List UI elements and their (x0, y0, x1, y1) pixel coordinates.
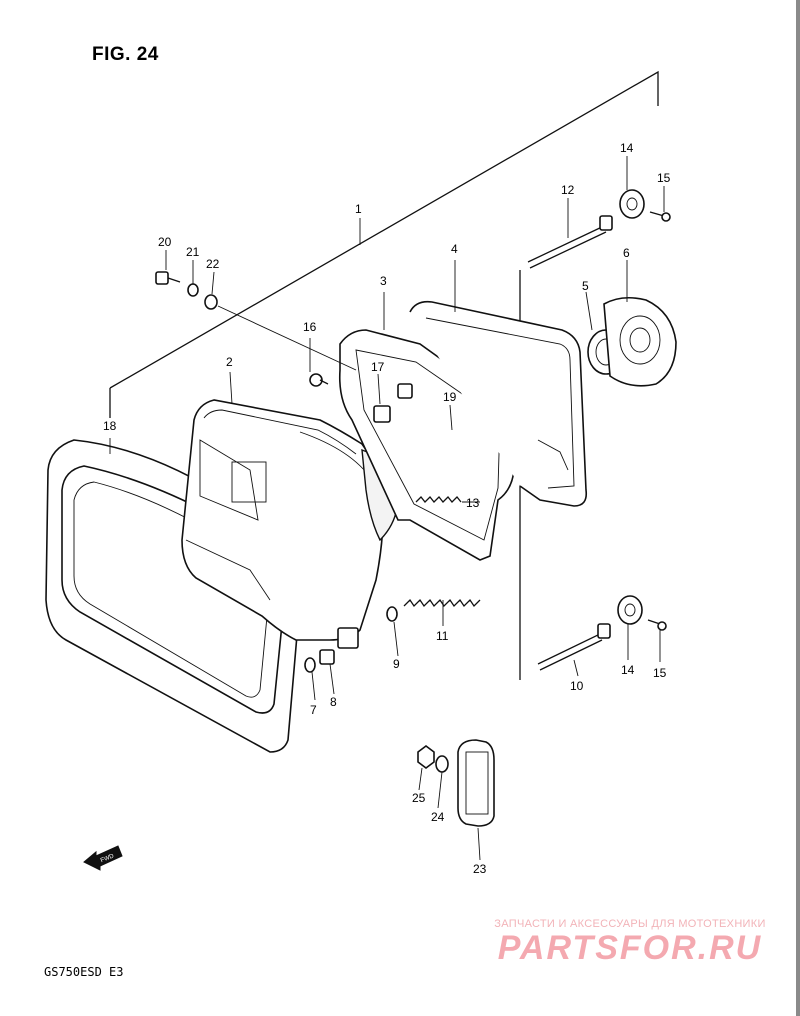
washer-21 (187, 283, 199, 297)
callout-16: 16 (303, 320, 317, 334)
callout-13: 13 (466, 496, 480, 510)
callout-15-lower: 15 (653, 666, 667, 680)
screw-16 (309, 373, 329, 387)
adjuster-nut-lower (617, 595, 643, 625)
figure-title: FIG. 24 (92, 44, 159, 65)
fwd-label: FWD (100, 853, 116, 864)
adjusting-screw-lower (537, 623, 611, 671)
callout-22: 22 (206, 257, 220, 271)
callout-6: 6 (623, 246, 630, 260)
callout-19: 19 (443, 390, 457, 404)
callout-12: 12 (561, 183, 575, 197)
callout-14-upper: 14 (620, 141, 634, 155)
watermark-logo: PARTSFOR.RU (497, 929, 763, 967)
callout-1: 1 (355, 202, 362, 216)
callout-24: 24 (431, 810, 445, 824)
washer-7 (304, 657, 316, 673)
small-screw-upper (649, 211, 671, 222)
spring-11 (403, 598, 481, 608)
callout-23: 23 (473, 862, 487, 876)
forward-arrow: FWD (83, 845, 123, 871)
callout-10: 10 (570, 679, 584, 693)
washer-22 (204, 294, 218, 310)
callout-5: 5 (582, 279, 589, 293)
callout-20: 20 (158, 235, 172, 249)
callout-labels: 1 2 3 4 5 6 7 8 9 10 11 12 13 14 14 15 1… (103, 141, 671, 876)
bulb-cover (603, 296, 677, 387)
callout-21: 21 (186, 245, 200, 259)
callout-17: 17 (371, 360, 385, 374)
page-edge-border (796, 0, 800, 1016)
callout-3: 3 (380, 274, 387, 288)
nut-25 (417, 745, 435, 769)
adjusting-screw-upper (527, 215, 613, 269)
adjuster-nut-upper (619, 189, 645, 219)
callout-9: 9 (393, 657, 400, 671)
reflector-23 (457, 739, 495, 827)
callout-4: 4 (451, 242, 458, 256)
nut-8 (319, 649, 335, 665)
callout-18: 18 (103, 419, 117, 433)
callout-14-lower: 14 (621, 663, 635, 677)
bolt-20 (155, 271, 181, 285)
callout-7: 7 (310, 703, 317, 717)
spring-13 (415, 496, 462, 503)
watermark-tagline: ЗАПЧАСТИ И АКСЕССУАРЫ ДЛЯ МОТОТЕХНИКИ (494, 918, 766, 930)
callout-8: 8 (330, 695, 337, 709)
washer-24 (435, 755, 449, 773)
callout-2: 2 (226, 355, 233, 369)
headlamp-case (409, 300, 588, 507)
callout-15-upper: 15 (657, 171, 671, 185)
washer-9 (386, 606, 398, 622)
watermark: ЗАПЧАСТИ И АКСЕССУАРЫ ДЛЯ МОТОТЕХНИКИ PA… (470, 918, 790, 966)
small-screw-lower (647, 619, 667, 631)
leader-lines (109, 156, 665, 861)
callout-11: 11 (436, 629, 449, 643)
callout-25: 25 (412, 791, 426, 805)
model-code: GS750ESD E3 (44, 965, 124, 979)
